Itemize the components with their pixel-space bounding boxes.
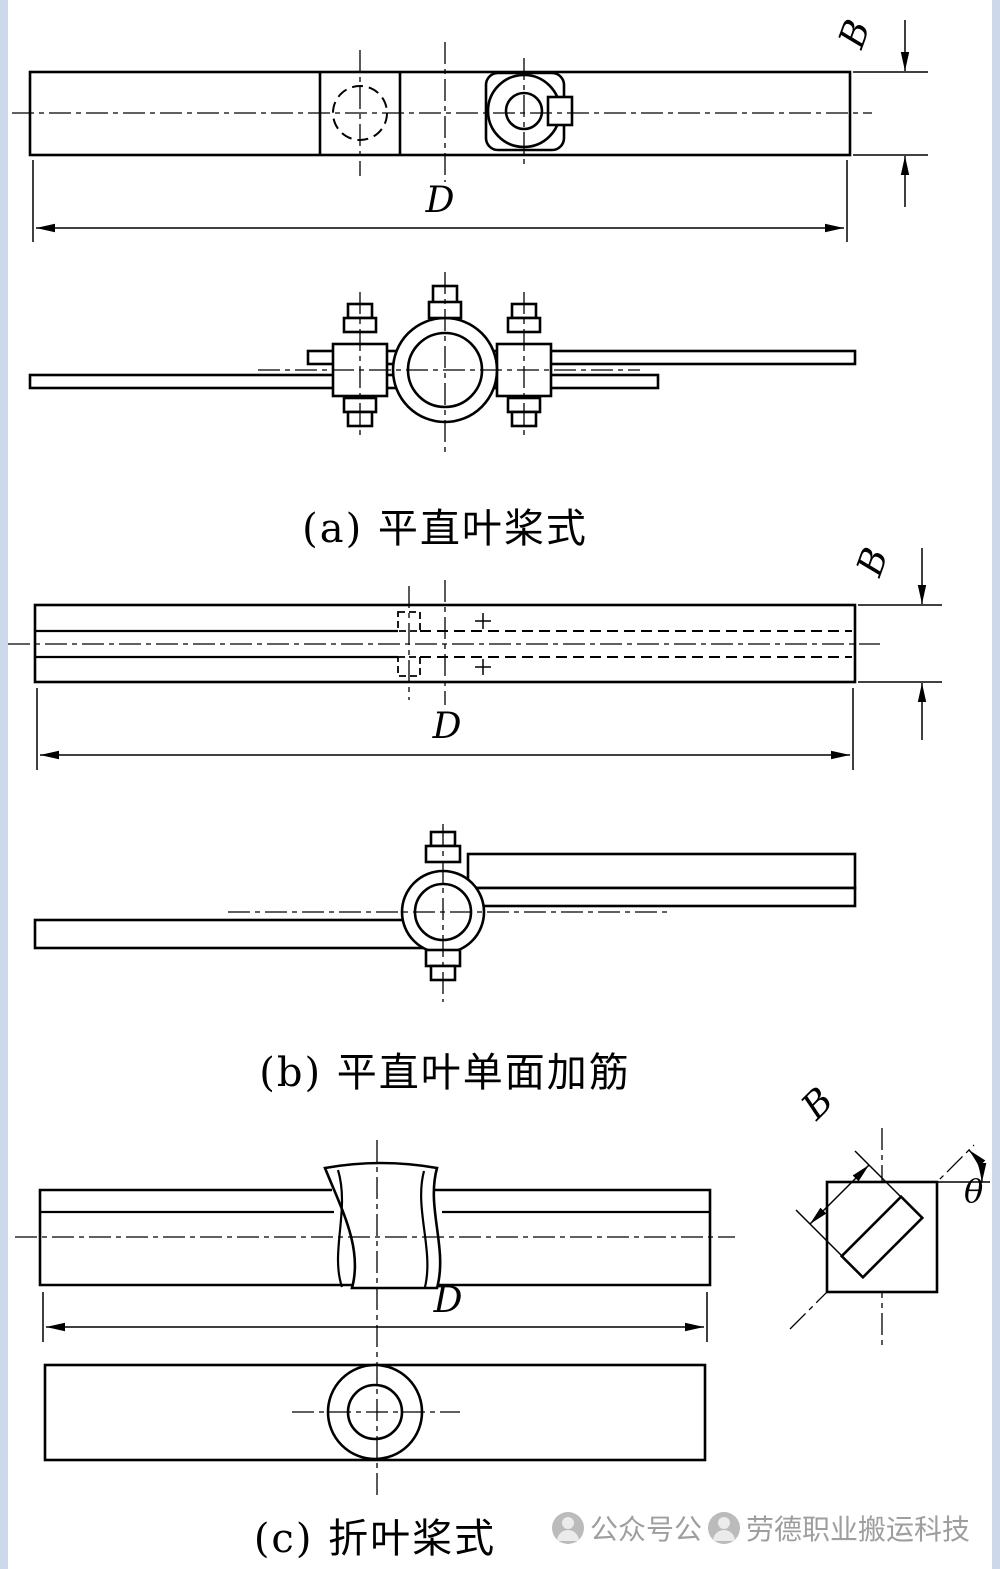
caption-c: (c) 折叶桨式 — [253, 1516, 497, 1562]
extension-lines — [36, 688, 854, 770]
watermark-text-right: 劳德职业搬运科技 — [746, 1514, 971, 1545]
center-lines-a-top — [258, 272, 640, 452]
section-a-top-view — [28, 272, 857, 452]
caption-b: (b) 平直叶单面加筋 — [259, 1050, 631, 1096]
section-c-dim-D: D — [42, 1280, 708, 1342]
dim-label-D: D — [432, 706, 462, 747]
watermark: 公众号公 劳德职业搬运科技 — [552, 1508, 970, 1548]
dim-label-D: D — [433, 1280, 463, 1321]
extension-lines — [32, 160, 848, 242]
section-a-front-view — [12, 42, 872, 182]
section-c: D B θ — [15, 1080, 990, 1495]
center-lines-c — [15, 1140, 735, 1495]
rib-visible-edges — [35, 629, 398, 659]
blade-strip-right — [466, 886, 857, 908]
twist-curve-right — [420, 1170, 429, 1288]
section-c-front-view — [38, 1161, 712, 1290]
extension-lines — [858, 604, 942, 683]
section-b-dim-D: D — [36, 688, 854, 770]
clamp-side-nut — [546, 95, 574, 127]
caption-a: (a) 平直叶桨式 — [302, 506, 588, 552]
page-edge-right — [992, 0, 1000, 1569]
page-edge-left — [0, 0, 8, 1569]
extension-lines — [853, 71, 928, 156]
extension-lines — [42, 1292, 708, 1342]
angle-arc — [968, 1149, 987, 1183]
dim-label-D: D — [425, 180, 455, 221]
watermark-person-icon-1 — [552, 1512, 584, 1544]
dim-label-B: B — [831, 15, 879, 55]
rib-bar — [466, 852, 857, 890]
hidden-boss-top — [397, 611, 421, 632]
twist-curve-left — [336, 1169, 344, 1288]
extension-lines-B — [795, 1150, 902, 1257]
weld-center-marks — [475, 613, 491, 675]
pitched-blade-section — [839, 1194, 925, 1280]
blade-left-outline — [38, 1188, 352, 1287]
hidden-boss-bottom — [397, 656, 421, 677]
watermark-person-icon-2 — [708, 1512, 741, 1544]
section-a-dim-D: D — [32, 160, 848, 242]
section-b-top-view — [33, 824, 857, 1002]
watermark-text-left: 公众号公 — [590, 1514, 703, 1545]
section-c-bottom-view — [43, 1363, 707, 1462]
rib-hidden-edges — [420, 630, 852, 658]
dim-line-B — [809, 1164, 870, 1225]
blade-strip-left — [33, 918, 447, 950]
section-b: B D — [8, 543, 942, 1002]
twisted-hub-section — [323, 1161, 442, 1290]
center-lines-a-front — [12, 42, 872, 182]
blade-strip-right — [306, 349, 857, 366]
center-lines-b-top — [228, 824, 672, 1002]
angle-label-theta: θ — [964, 1172, 983, 1210]
section-c-detail-view: B θ — [789, 1080, 990, 1348]
section-a: B D — [12, 15, 928, 452]
section-b-front-view — [8, 580, 880, 705]
center-lines-b-front — [8, 580, 880, 705]
section-b-dim-B: B — [849, 543, 942, 740]
